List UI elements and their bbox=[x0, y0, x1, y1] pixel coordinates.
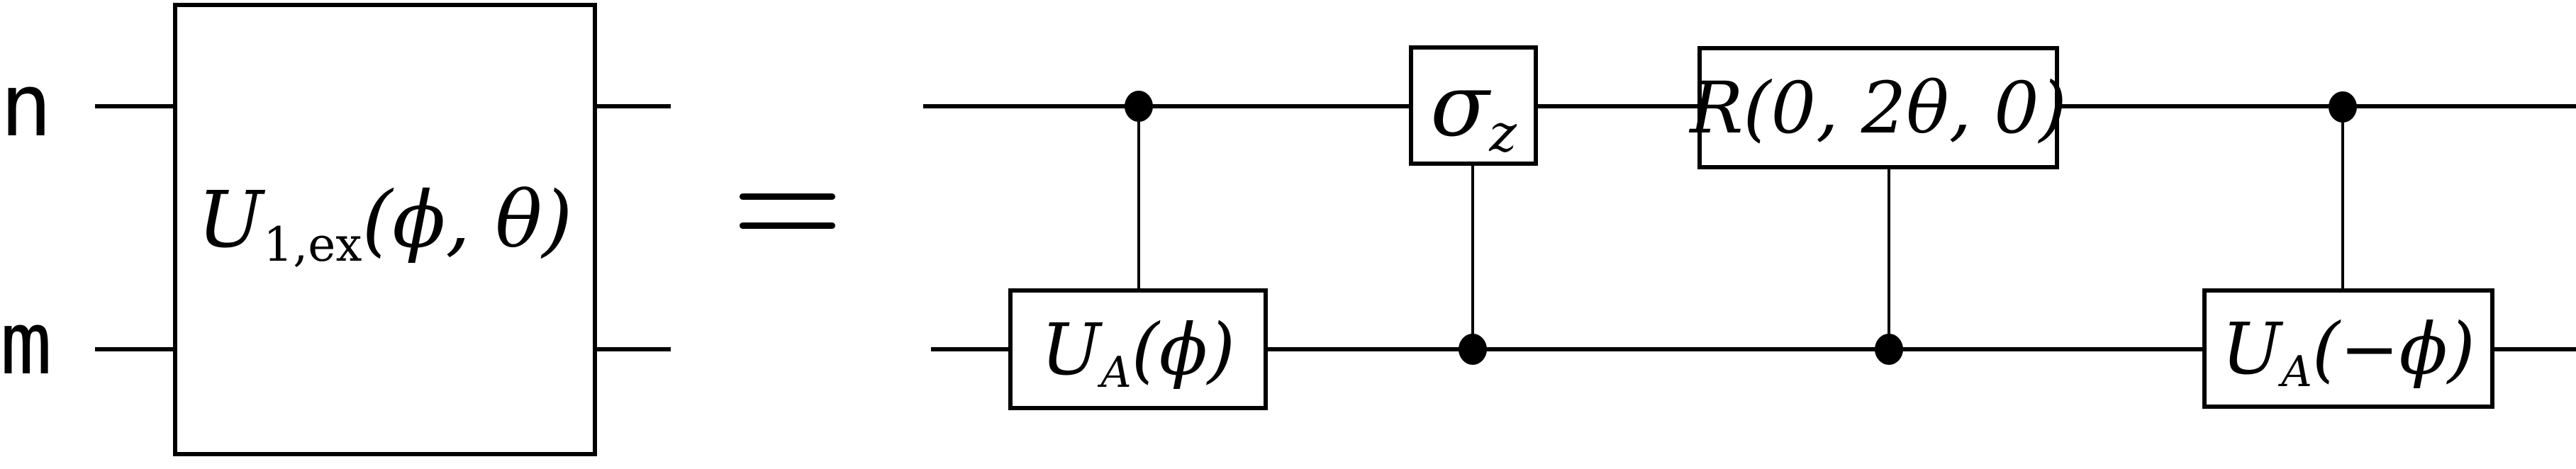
gate-ua-phi-sub: A bbox=[1100, 347, 1132, 397]
gate-ua-phi-main: U bbox=[1041, 307, 1101, 391]
gate-sigma-z-main: σ bbox=[1430, 55, 1490, 156]
lhs-top-wire-out bbox=[597, 104, 671, 108]
gate-sigma-z-label: σ z bbox=[1430, 55, 1517, 164]
connector-rotation bbox=[1888, 168, 1890, 349]
control-dot-top-2 bbox=[2329, 91, 2357, 123]
gate-rotation: R (0, 2θ, 0) bbox=[1690, 46, 2067, 169]
wire-label-m: m bbox=[0, 293, 52, 394]
gate-ua-phi-label: U A (ϕ) bbox=[1041, 307, 1235, 397]
gate-ua-minus-phi-label: U A (−ϕ) bbox=[2221, 307, 2475, 397]
gate-sigma-z: σ z bbox=[1409, 45, 1538, 166]
connector-ua-phi bbox=[1137, 106, 1140, 288]
control-dot-bottom-1 bbox=[1459, 334, 1487, 365]
gate-ua-minus-phi-args: (−ϕ) bbox=[2312, 307, 2475, 390]
connector-ua-minus-phi bbox=[2341, 107, 2344, 288]
gate-rotation-label: R (0, 2θ, 0) bbox=[1690, 67, 2067, 149]
wire-label-n: n bbox=[0, 55, 52, 156]
control-dot-bottom-2 bbox=[1875, 334, 1903, 365]
lhs-label-main: U bbox=[197, 174, 264, 265]
equals-bottom-bar bbox=[740, 222, 835, 229]
control-dot-top-1 bbox=[1125, 91, 1153, 122]
rhs-bottom-wire bbox=[931, 347, 2576, 351]
gate-rotation-args: (0, 2θ, 0) bbox=[1743, 66, 2067, 149]
lhs-label-sub: 1,ex bbox=[263, 217, 362, 272]
gate-ua-phi: U A (ϕ) bbox=[1008, 288, 1268, 410]
gate-ua-minus-phi-sub: A bbox=[2281, 346, 2312, 397]
gate-ua-phi-args: (ϕ) bbox=[1131, 307, 1235, 391]
gate-sigma-z-sub: z bbox=[1489, 103, 1517, 164]
gate-ua-minus-phi-main: U bbox=[2221, 307, 2282, 390]
connector-sigma-z bbox=[1471, 165, 1474, 349]
lhs-label-args: (ϕ, θ) bbox=[362, 174, 573, 265]
lhs-bottom-wire-out bbox=[597, 347, 671, 351]
gate-rotation-main: R bbox=[1690, 66, 1744, 149]
gate-ua-minus-phi: U A (−ϕ) bbox=[2202, 288, 2494, 409]
lhs-top-wire-stub bbox=[95, 104, 175, 108]
lhs-unitary-box: U 1,ex (ϕ, θ) bbox=[173, 3, 597, 456]
equals-top-bar bbox=[740, 193, 835, 200]
lhs-unitary-label: U 1,ex (ϕ, θ) bbox=[197, 174, 573, 272]
lhs-bottom-wire-stub bbox=[95, 347, 175, 351]
equals-char: = bbox=[0, 0, 1, 1]
